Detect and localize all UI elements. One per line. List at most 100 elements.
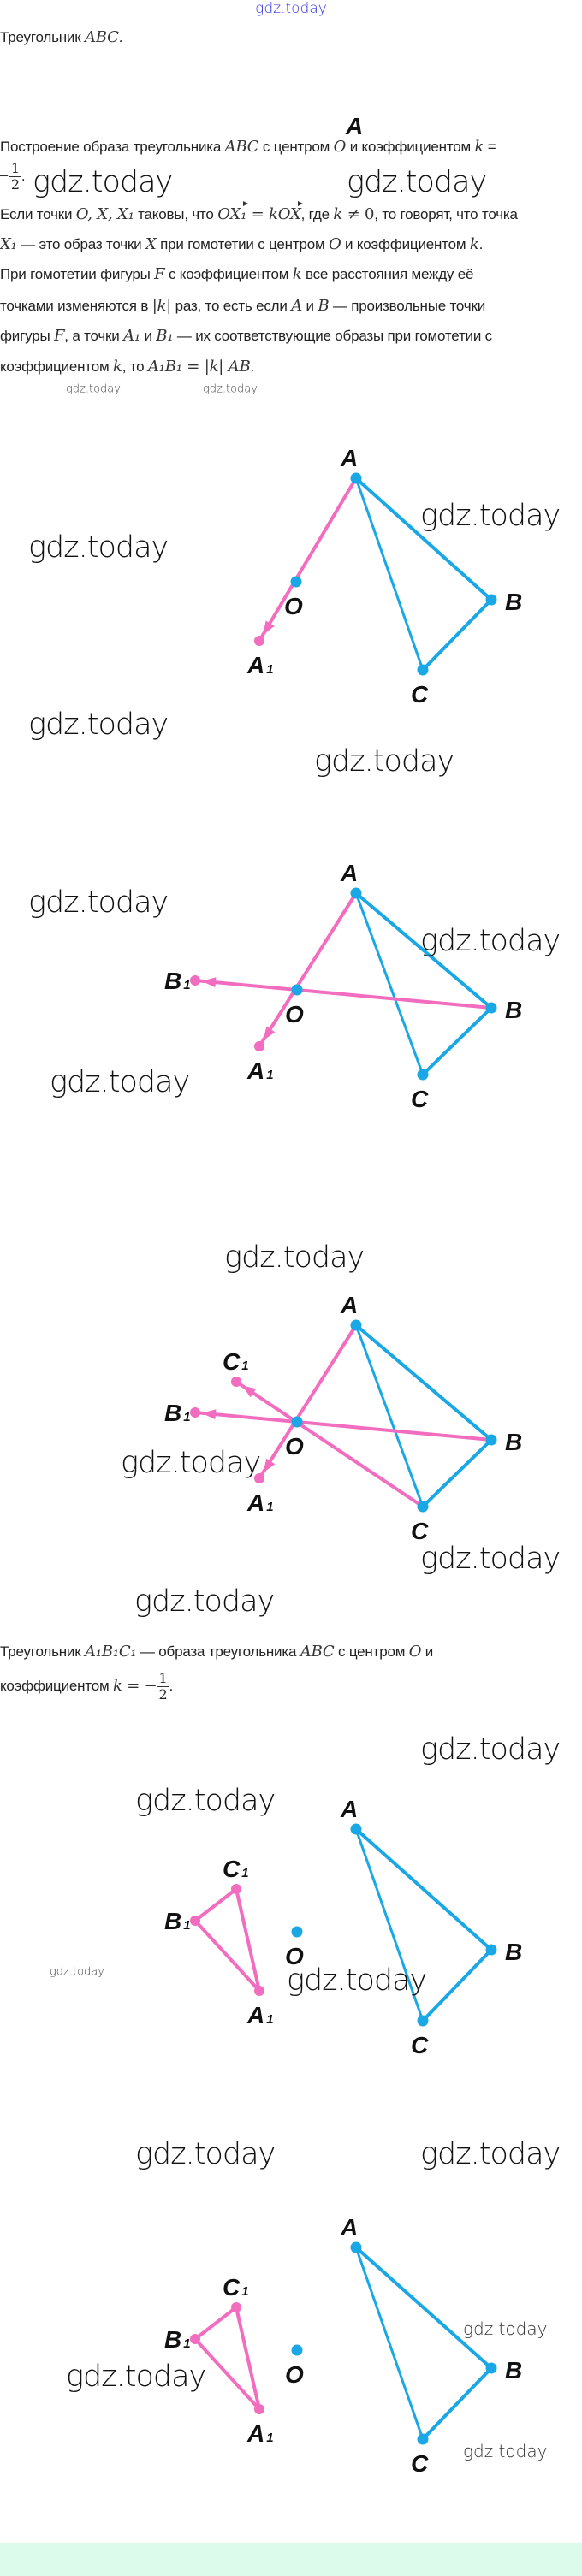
- text: Треугольник: [0, 1643, 85, 1660]
- point-label-a: A: [340, 860, 358, 886]
- subscript: 1: [266, 1500, 273, 1514]
- math-text: k: [333, 205, 343, 223]
- watermark: gdz.today: [28, 530, 169, 565]
- watermark: gdz.today: [50, 1065, 190, 1099]
- math-text: k: [112, 358, 122, 376]
- footer-band: [0, 2543, 582, 2576]
- point-c1: [231, 1884, 241, 1894]
- point-a: [350, 1823, 362, 1835]
- math-text: X₁: [0, 235, 17, 253]
- point-a: [350, 472, 362, 484]
- subscript: 1: [266, 2431, 273, 2445]
- point-a1: [254, 1986, 264, 1996]
- result-line: Треугольник A₁B₁C₁ — образа треугольника…: [0, 1643, 433, 1661]
- point-label-a: A: [340, 2214, 358, 2241]
- denominator: 2: [158, 1686, 168, 1703]
- side-b1c1: [193, 1887, 238, 1922]
- numerator: 1: [9, 160, 21, 177]
- point-b: [485, 594, 497, 606]
- side-b1c1: [193, 2306, 238, 2341]
- math-text: |k| AB: [204, 358, 251, 376]
- point-b1: [190, 975, 200, 986]
- ray-a-a1: [258, 891, 358, 1048]
- watermark: gdz.today: [203, 382, 258, 396]
- watermark: gdz.today: [28, 885, 169, 920]
- vector-math: OX₁: [217, 201, 248, 223]
- point-label-o: O: [285, 1943, 304, 1969]
- header-watermark: gdz.today: [255, 0, 327, 17]
- text: , то говорят, что точка: [374, 206, 518, 222]
- definition-line: Если точки O, X, X₁ таковы, что OX₁ = kO…: [0, 201, 518, 223]
- ray-c-c1: [235, 1380, 425, 1508]
- side-ab: [354, 477, 493, 601]
- side-a1b1: [193, 2337, 261, 2411]
- subscript: 1: [266, 662, 273, 677]
- text: — это образ точки: [16, 236, 146, 252]
- math-text: ABC: [84, 28, 119, 46]
- subscript: 1: [183, 1410, 190, 1424]
- text: , а точки: [64, 328, 124, 344]
- math-text: ABC: [300, 1643, 335, 1661]
- point-label-o: O: [285, 1001, 304, 1027]
- construction-title: Построение образа треугольника ABC с цен…: [0, 138, 496, 156]
- side-bc: [421, 1438, 493, 1508]
- text: и: [302, 298, 318, 314]
- watermark: gdz.today: [50, 1965, 104, 1979]
- subscript: 1: [241, 1359, 248, 1373]
- numerator: 1: [157, 1670, 169, 1687]
- definition-line: фигуры F, а точки A₁ и B₁ — их соответст…: [0, 327, 492, 345]
- point-a1: [254, 636, 264, 646]
- text: — образа треугольника: [136, 1643, 300, 1660]
- stray-label: A: [345, 113, 363, 139]
- text: точками изменяются в: [0, 298, 152, 314]
- math-text: ABC: [224, 138, 259, 156]
- text: — произвольные точки: [329, 298, 485, 314]
- text: и: [421, 1643, 434, 1660]
- arrow-head: [201, 977, 217, 988]
- text: — их соответствующие образы при гомотети…: [173, 328, 492, 344]
- point-a: [350, 1319, 362, 1331]
- side-ab: [354, 1827, 493, 1951]
- side-bc: [421, 598, 493, 672]
- math-text: O, X, X₁: [75, 205, 134, 223]
- point-label-b: B: [505, 589, 522, 615]
- ray-b-b1: [193, 979, 493, 1010]
- text: коэффициентом: [0, 358, 113, 375]
- text: Построение образа треугольника: [0, 139, 225, 155]
- point-o: [290, 576, 302, 588]
- subscript: 1: [241, 1866, 248, 1880]
- point-b: [485, 1944, 497, 1956]
- point-label-b: B: [505, 2357, 522, 2384]
- math-text: X: [145, 235, 157, 253]
- point-label-a: A: [340, 445, 358, 471]
- watermark: gdz.today: [28, 708, 169, 742]
- definition-line: При гомотетии фигуры F с коэффициентом k…: [0, 265, 473, 283]
- text: коэффициентом: [0, 1677, 113, 1694]
- watermark: gdz.today: [314, 744, 454, 779]
- text: .: [250, 358, 255, 375]
- math-text: A₁: [123, 327, 140, 345]
- point-label-b: B: [505, 997, 522, 1023]
- side-ab: [354, 1324, 493, 1442]
- point-o: [291, 984, 303, 996]
- watermark: gdz.today: [463, 2441, 548, 2461]
- watermark: gdz.today: [420, 1542, 561, 1576]
- arrow-head: [263, 620, 275, 636]
- watermark: gdz.today: [347, 165, 487, 199]
- point-b1: [190, 2334, 200, 2344]
- side-a1b1: [193, 1919, 261, 1993]
- point-c: [417, 1501, 429, 1513]
- point-label-o: O: [285, 2361, 304, 2388]
